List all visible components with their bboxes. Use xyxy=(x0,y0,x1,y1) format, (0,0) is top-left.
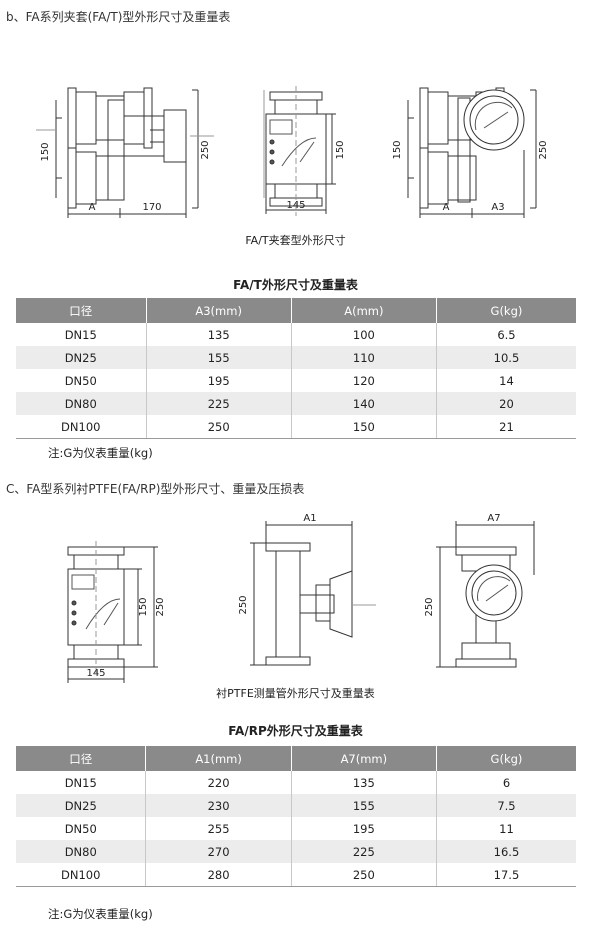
table-cell: DN50 xyxy=(64,373,97,388)
table-cell: DN100 xyxy=(16,863,146,887)
fa-t-front-view-drawing xyxy=(263,86,336,216)
dim-145: 145 xyxy=(86,668,105,679)
table-cell: 225 xyxy=(145,392,292,415)
table-cell: 11 xyxy=(435,817,576,840)
table-cell: 270 xyxy=(145,840,292,863)
section-b-drawings: 150 250 A 170 150 145 xyxy=(36,86,549,218)
dim-a3: A3 xyxy=(491,202,504,213)
table-cell: DN80 xyxy=(16,840,146,863)
table-cell: 100 xyxy=(290,323,437,346)
section-b-drawing-caption: FA/T夹套型外形尺寸 xyxy=(245,234,346,247)
fa-rp-dimensions-table: 口径 A1(mm) A7(mm) G(kg) DN15 220 135 6 DN… xyxy=(16,746,576,887)
table-cell: 155 xyxy=(290,794,437,817)
table-cell: DN100 xyxy=(16,415,147,439)
section-c-note: 注:G为仪表重量(kg) xyxy=(48,907,153,921)
fa-t-dimensions-table: 口径 A3(mm) A(mm) G(kg) DN15 135 100 6.5 D… xyxy=(16,298,576,439)
column-header: A3(mm) xyxy=(145,298,292,323)
dim-a1: A1 xyxy=(303,513,316,524)
fa-t-round-indicator-drawing xyxy=(407,87,537,218)
dim-150-left: 150 xyxy=(40,142,51,161)
table-row: DN80 270 225 16.5 xyxy=(16,840,576,863)
dim-150-right: 150 xyxy=(392,140,403,159)
fa-rp-front-view-drawing xyxy=(67,541,158,683)
table-row: DN100 280 250 17.5 xyxy=(16,863,576,887)
table-cell: 250 xyxy=(290,863,437,887)
section-c-drawing-caption: 衬PTFE测量管外形尺寸及重量表 xyxy=(216,687,375,700)
fa-rp-round-indicator-drawing xyxy=(436,521,535,668)
dim-a-right: A xyxy=(443,202,450,213)
column-header: A7(mm) xyxy=(290,746,437,771)
table-cell: 17.5 xyxy=(435,863,576,887)
table-cell: 230 xyxy=(145,794,292,817)
section-b-table-title: FA/T外形尺寸及重量表 xyxy=(233,278,358,292)
table-row: DN80 225 140 20 xyxy=(16,392,576,415)
table-cell: 14 xyxy=(435,369,576,392)
table-cell: DN15 xyxy=(64,775,97,790)
section-c-title: C、FA型系列衬PTFE(FA/RP)型外形尺寸、重量及压损表 xyxy=(6,482,305,496)
table-cell: 6.5 xyxy=(435,323,576,346)
dim-250-c-mid: 250 xyxy=(238,595,249,614)
table-header-row: 口径 A1(mm) A7(mm) G(kg) xyxy=(16,746,576,771)
table-cell: 250 xyxy=(145,415,292,439)
column-header: A1(mm) xyxy=(145,746,292,771)
dim-250-right: 250 xyxy=(538,140,549,159)
table-cell: 150 xyxy=(290,415,437,439)
column-header: A(mm) xyxy=(290,298,437,323)
table-cell: DN25 xyxy=(16,346,147,369)
table-cell: 135 xyxy=(145,323,292,346)
table-cell: DN15 xyxy=(64,327,97,342)
table-cell: 195 xyxy=(290,817,437,840)
table-row: DN25 155 110 10.5 xyxy=(16,346,576,369)
fa-t-side-view-drawing xyxy=(36,87,214,218)
table-cell: DN80 xyxy=(16,392,147,415)
dim-a-left: A xyxy=(89,202,96,213)
dim-150-c-left: 150 xyxy=(138,597,149,616)
column-header: 口径 xyxy=(16,298,147,323)
column-header: 口径 xyxy=(16,746,146,771)
fa-rp-side-view-drawing xyxy=(250,521,376,666)
table-cell: 7.5 xyxy=(435,794,576,817)
table-cell: DN25 xyxy=(16,794,146,817)
table-row: DN100 250 150 21 xyxy=(16,415,576,439)
table-cell: 10.5 xyxy=(435,346,576,369)
column-header: G(kg) xyxy=(435,746,576,771)
dim-170: 170 xyxy=(142,202,161,213)
table-cell: 120 xyxy=(290,369,437,392)
dim-150-mid: 150 xyxy=(335,140,346,159)
column-header: G(kg) xyxy=(435,298,576,323)
table-cell: 140 xyxy=(290,392,437,415)
table-cell: 110 xyxy=(290,346,437,369)
table-cell: 220 xyxy=(145,771,292,794)
section-c-drawings: 150 250 145 A1 250 A7 250 xyxy=(67,513,535,683)
section-c-table-title: FA/RP外形尺寸及重量表 xyxy=(228,724,363,738)
table-cell: 135 xyxy=(290,771,437,794)
table-row: DN25 230 155 7.5 xyxy=(16,794,576,817)
table-cell: 16.5 xyxy=(435,840,576,863)
table-cell: 155 xyxy=(145,346,292,369)
table-row: DN15 220 135 6 xyxy=(16,771,576,794)
table-cell: 280 xyxy=(145,863,292,887)
table-cell: 255 xyxy=(145,817,292,840)
dim-250-c-left: 250 xyxy=(155,597,166,616)
table-cell: 20 xyxy=(435,392,576,415)
table-header-row: 口径 A3(mm) A(mm) G(kg) xyxy=(16,298,576,323)
section-b-note: 注:G为仪表重量(kg) xyxy=(48,446,153,460)
table-cell: 21 xyxy=(435,415,576,439)
dim-250-left: 250 xyxy=(200,140,211,159)
dim-250-c-right: 250 xyxy=(424,597,435,616)
dim-145-mid: 145 xyxy=(286,200,305,211)
table-row: DN50 195 120 14 xyxy=(16,369,576,392)
section-b-title: b、FA系列夹套(FA/T)型外形尺寸及重量表 xyxy=(6,10,231,24)
table-cell: 6 xyxy=(435,771,576,794)
table-row: DN50 255 195 11 xyxy=(16,817,576,840)
table-cell: 195 xyxy=(145,369,292,392)
table-cell: DN50 xyxy=(64,821,97,836)
table-row: DN15 135 100 6.5 xyxy=(16,323,576,346)
table-cell: 225 xyxy=(290,840,437,863)
dim-a7: A7 xyxy=(487,513,500,524)
